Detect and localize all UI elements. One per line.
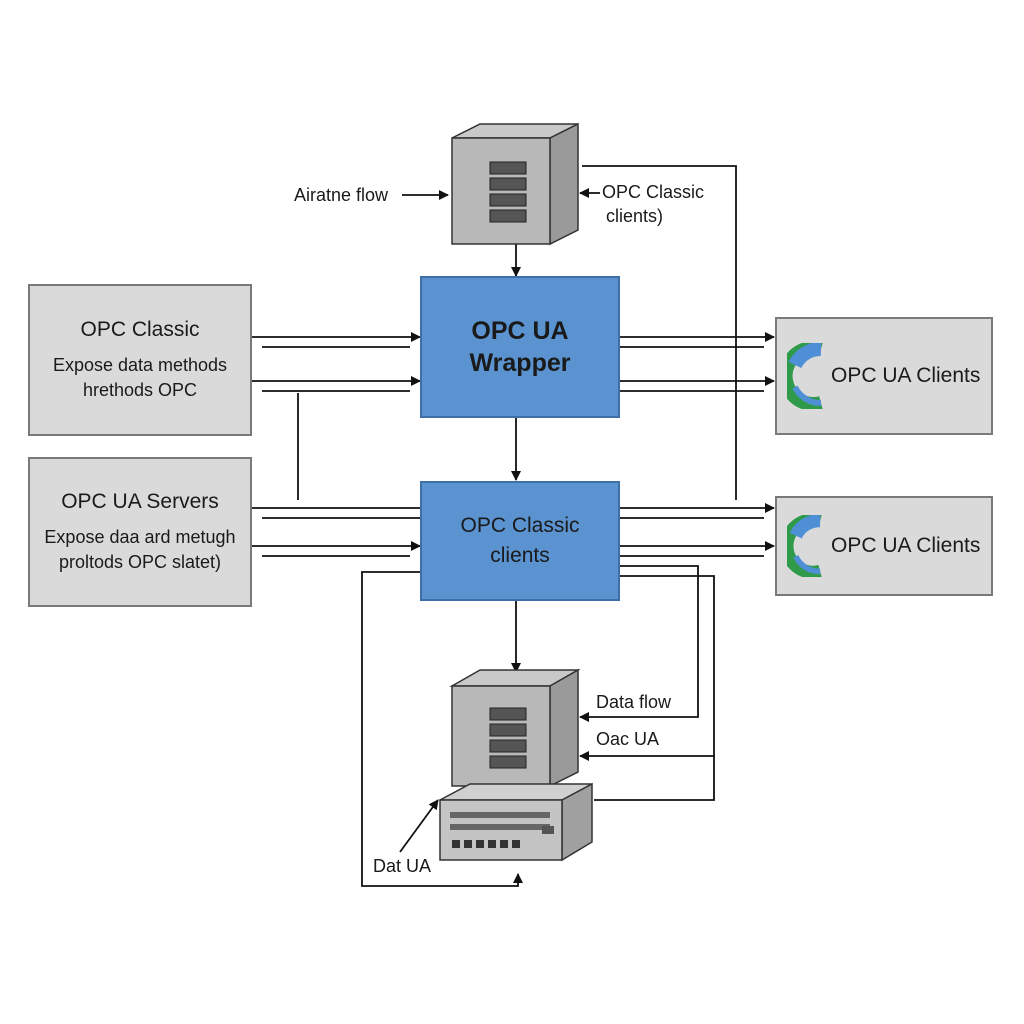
opc-classic-title: OPC Classic xyxy=(80,318,200,341)
label-top-server-right-line2: clients) xyxy=(606,206,664,226)
opc-ua-wrapper-box: OPC UA Wrapper xyxy=(420,276,620,418)
opc-ua-servers-subtitle: Expose daa ard metugh proltods OPC slate… xyxy=(44,525,235,575)
wrapper-title-line1: OPC UA xyxy=(471,317,569,345)
classic-clients-title-line2: clients xyxy=(490,544,550,567)
network-device-icon xyxy=(439,782,593,862)
opc-classic-subtitle: Expose data methods hrethods OPC xyxy=(53,353,227,403)
classic-clients-title-line1: OPC Classic xyxy=(460,514,580,537)
opc-ua-servers-sub-line1: Expose daa ard metugh xyxy=(44,527,236,547)
label-airatne-flow: Airatne flow xyxy=(294,185,389,205)
wrapper-title-line2: Wrapper xyxy=(469,349,571,377)
opc-classic-box: OPC Classic Expose data methods hrethods… xyxy=(28,284,252,436)
opc-ua-clients-box-2: OPC UA Clients xyxy=(775,496,993,596)
connector-lines xyxy=(243,165,775,887)
opc-ua-servers-box: OPC UA Servers Expose daa ard metugh pro… xyxy=(28,457,252,607)
label-data-flow: Data flow xyxy=(596,692,672,712)
bottom-server-icon xyxy=(449,668,581,788)
label-top-server-right-line1: OPC Classic xyxy=(602,182,705,202)
opc-ua-clients-box-1: OPC UA Clients xyxy=(775,317,993,435)
feedback-loop-oac-ua xyxy=(579,575,715,761)
right-loop-top xyxy=(582,165,737,500)
label-dat-ua: Dat UA xyxy=(373,856,432,876)
opc-ua-clients-label-2: OPC UA Clients xyxy=(831,534,981,557)
opc-classic-sub-line1: Expose data methods xyxy=(52,355,228,375)
opc-ua-logo-icon xyxy=(787,343,823,409)
opc-ua-logo-icon xyxy=(787,515,822,577)
top-server-icon xyxy=(451,122,579,246)
left-loop-bottom xyxy=(361,571,523,887)
label-oac-ua: Oac UA xyxy=(596,729,660,749)
opc-classic-sub-line2: hrethods OPC xyxy=(82,380,198,400)
opc-classic-clients-box: OPC Classic clients xyxy=(420,481,620,601)
opc-ua-servers-sub-line2: proltods OPC slatet) xyxy=(58,552,222,572)
feedback-loop-data-flow xyxy=(579,565,699,722)
feedback-loop-lower xyxy=(594,756,715,801)
arrow-dat-ua xyxy=(399,799,439,853)
opc-ua-servers-title: OPC UA Servers xyxy=(61,490,219,513)
opc-ua-clients-label-1: OPC UA Clients xyxy=(831,364,981,387)
